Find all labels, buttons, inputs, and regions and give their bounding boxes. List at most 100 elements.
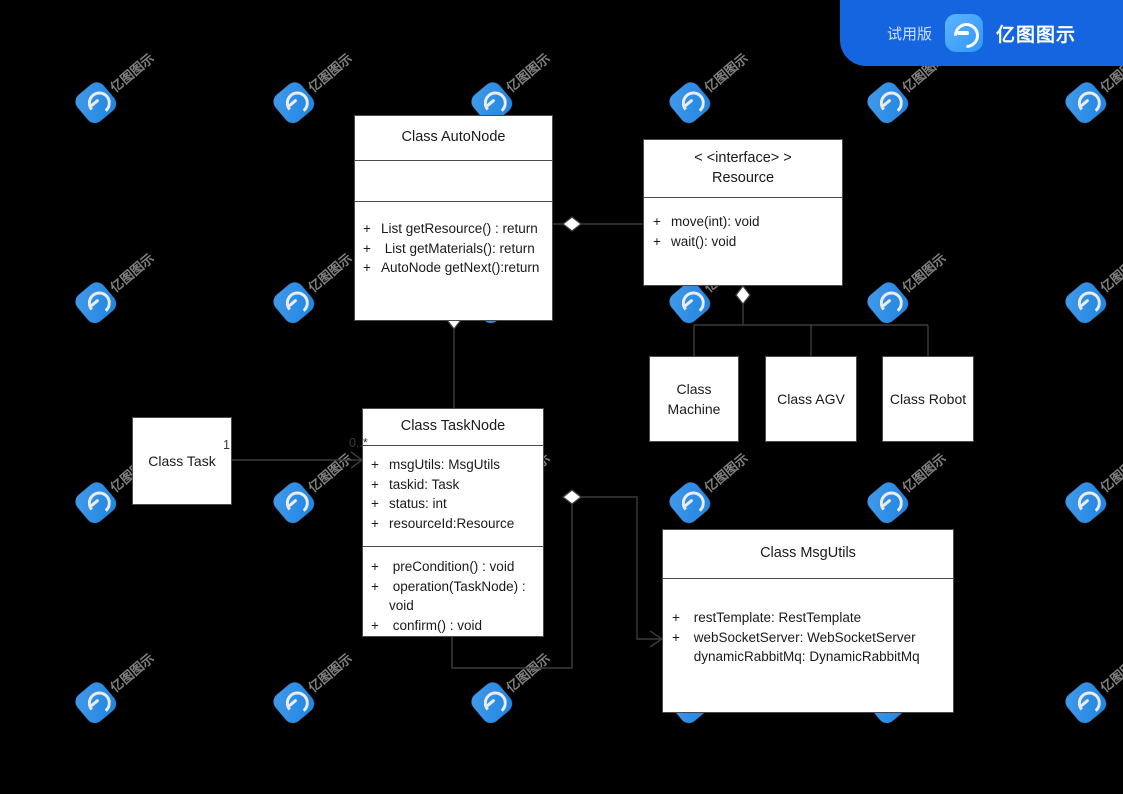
tasknode-operation-row: + confirm() : void bbox=[371, 616, 537, 636]
edraw-watermark-logo-icon bbox=[1061, 478, 1110, 527]
edge-label-tasknode-multiplicity: 0..* bbox=[349, 436, 368, 450]
edraw-watermark-logo-icon bbox=[71, 678, 120, 727]
uml-interface-resource[interactable]: < <interface> > Resource + move(int): vo… bbox=[643, 139, 843, 286]
visibility-marker: + bbox=[672, 610, 680, 625]
visibility-marker: + bbox=[371, 496, 379, 512]
edraw-watermark-logo-icon bbox=[71, 78, 120, 127]
edge-label-task-multiplicity: 1 bbox=[223, 438, 230, 452]
tasknode-attributes-compartment: + msgUtils: MsgUtils + taskid: Task + st… bbox=[363, 445, 543, 546]
autonode-operations-compartment: + List getResource() : return + List get… bbox=[355, 201, 552, 321]
watermark-tile: 亿图图示 bbox=[662, 19, 783, 131]
watermark-text: 亿图图示 bbox=[107, 50, 157, 95]
edraw-watermark-logo-icon bbox=[269, 278, 318, 327]
edraw-watermark-logo-icon bbox=[1061, 78, 1110, 127]
watermark-text: 亿图图示 bbox=[305, 650, 355, 695]
watermark-tile: 亿图图示 bbox=[68, 619, 189, 731]
watermark-tile: 亿图图示 bbox=[860, 219, 981, 331]
uml-class-machine[interactable]: Class Machine bbox=[649, 356, 739, 442]
operation-text: wait(): void bbox=[671, 233, 737, 249]
tasknode-title: Class TaskNode bbox=[363, 409, 543, 445]
visibility-marker: + bbox=[653, 233, 661, 249]
edraw-logo-icon bbox=[945, 14, 983, 52]
attribute-text: msgUtils: MsgUtils bbox=[389, 457, 501, 472]
autonode-operation-row: + AutoNode getNext():return bbox=[363, 258, 546, 278]
aggregation-diamond-tasknode-msgutils bbox=[561, 489, 583, 505]
visibility-marker: + bbox=[371, 476, 379, 492]
uml-class-robot[interactable]: Class Robot bbox=[882, 356, 974, 442]
edge-tasknode-msgutils bbox=[563, 496, 660, 640]
attribute-text: restTemplate: RestTemplate bbox=[690, 610, 862, 625]
uml-class-autonode[interactable]: Class AutoNode + List getResource() : re… bbox=[354, 115, 553, 321]
visibility-marker: + bbox=[371, 578, 379, 594]
edraw-watermark-logo-icon bbox=[269, 478, 318, 527]
tasknode-attribute-row: + msgUtils: MsgUtils bbox=[371, 455, 537, 475]
edraw-watermark-logo-icon bbox=[1061, 278, 1110, 327]
machine-name: Class Machine bbox=[667, 380, 721, 417]
watermark-text: 亿图图示 bbox=[1097, 650, 1123, 695]
visibility-marker: + bbox=[371, 457, 379, 472]
aggregation-diamond-resource-children bbox=[735, 284, 751, 306]
attribute-text: taskid: Task bbox=[389, 476, 460, 492]
uml-class-tasknode[interactable]: Class TaskNode + msgUtils: MsgUtils + ta… bbox=[362, 408, 544, 637]
uml-class-agv[interactable]: Class AGV bbox=[765, 356, 857, 442]
edraw-watermark-logo-icon bbox=[71, 478, 120, 527]
edraw-watermark-logo-icon bbox=[269, 678, 318, 727]
task-name: Class Task bbox=[148, 452, 216, 469]
watermark-tile: 亿图图示 bbox=[1058, 619, 1123, 731]
resource-stereotype: < <interface> > bbox=[694, 149, 792, 166]
msgutils-attributes-compartment: + restTemplate: RestTemplate + webSocket… bbox=[663, 578, 953, 714]
operation-text: move(int): void bbox=[671, 214, 760, 229]
watermark-tile: 亿图图示 bbox=[1058, 219, 1123, 331]
visibility-marker: + bbox=[371, 617, 379, 633]
watermark-text: 亿图图示 bbox=[503, 650, 553, 695]
autonode-operation-row: + List getMaterials(): return bbox=[363, 239, 546, 259]
operation-text: preCondition() : void bbox=[389, 559, 515, 574]
uml-class-msgutils[interactable]: Class MsgUtils + restTemplate: RestTempl… bbox=[662, 529, 954, 713]
watermark-text: 亿图图示 bbox=[107, 650, 157, 695]
tasknode-attribute-row: + taskid: Task bbox=[371, 475, 537, 495]
watermark-text: 亿图图示 bbox=[701, 50, 751, 95]
watermark-tile: 亿图图示 bbox=[1058, 419, 1123, 531]
visibility-marker: + bbox=[363, 260, 371, 276]
msgutils-name: Class MsgUtils bbox=[760, 545, 856, 562]
tasknode-operation-row: + preCondition() : void bbox=[371, 557, 537, 577]
aggregation-diamond-autonode-resource bbox=[561, 216, 583, 232]
autonode-title: Class AutoNode bbox=[355, 116, 552, 160]
tasknode-name: Class TaskNode bbox=[400, 418, 506, 435]
watermark-text: 亿图图示 bbox=[1097, 450, 1123, 495]
watermark-tile: 亿图图示 bbox=[68, 219, 189, 331]
tasknode-attribute-row: + resourceId:Resource bbox=[371, 514, 537, 534]
edraw-watermark-logo-icon bbox=[269, 78, 318, 127]
resource-operation-row: + move(int): void bbox=[653, 212, 836, 232]
edraw-watermark-logo-icon bbox=[467, 678, 516, 727]
visibility-marker: + bbox=[363, 221, 371, 236]
brand-name: 亿图图示 bbox=[996, 24, 1077, 46]
trial-banner[interactable]: 试用版 亿图图示 bbox=[840, 0, 1123, 66]
tasknode-attribute-row: + status: int bbox=[371, 494, 537, 514]
resource-operation-row: + wait(): void bbox=[653, 232, 836, 252]
autonode-name: Class AutoNode bbox=[401, 129, 506, 146]
edraw-watermark-logo-icon bbox=[863, 278, 912, 327]
arrowhead-task-tasknode bbox=[350, 451, 364, 469]
visibility-marker: + bbox=[371, 515, 379, 531]
attribute-text: dynamicRabbitMq: DynamicRabbitMq bbox=[690, 649, 920, 665]
edraw-watermark-logo-icon bbox=[1061, 678, 1110, 727]
attribute-text: resourceId:Resource bbox=[389, 515, 515, 531]
visibility-marker: + bbox=[653, 214, 661, 229]
edraw-watermark-logo-icon bbox=[863, 78, 912, 127]
watermark-text: 亿图图示 bbox=[1097, 250, 1123, 295]
watermark-text: 亿图图示 bbox=[305, 50, 355, 95]
visibility-marker: + bbox=[363, 240, 371, 256]
edraw-watermark-logo-icon bbox=[665, 478, 714, 527]
msgutils-attribute-row: + webSocketServer: WebSocketServer bbox=[672, 628, 947, 648]
msgutils-attribute-row: dynamicRabbitMq: DynamicRabbitMq bbox=[672, 647, 947, 667]
resource-name: Resource bbox=[711, 169, 775, 186]
watermark-text: 亿图图示 bbox=[899, 250, 949, 295]
edraw-watermark-logo-icon bbox=[71, 278, 120, 327]
edraw-watermark-logo-icon bbox=[863, 478, 912, 527]
robot-name: Class Robot bbox=[889, 390, 967, 407]
tasknode-operation-row: + operation(TaskNode) : void bbox=[371, 577, 537, 616]
operation-text: operation(TaskNode) : void bbox=[389, 578, 530, 614]
uml-class-task[interactable]: Class Task bbox=[132, 417, 232, 505]
visibility-marker: + bbox=[371, 559, 379, 574]
